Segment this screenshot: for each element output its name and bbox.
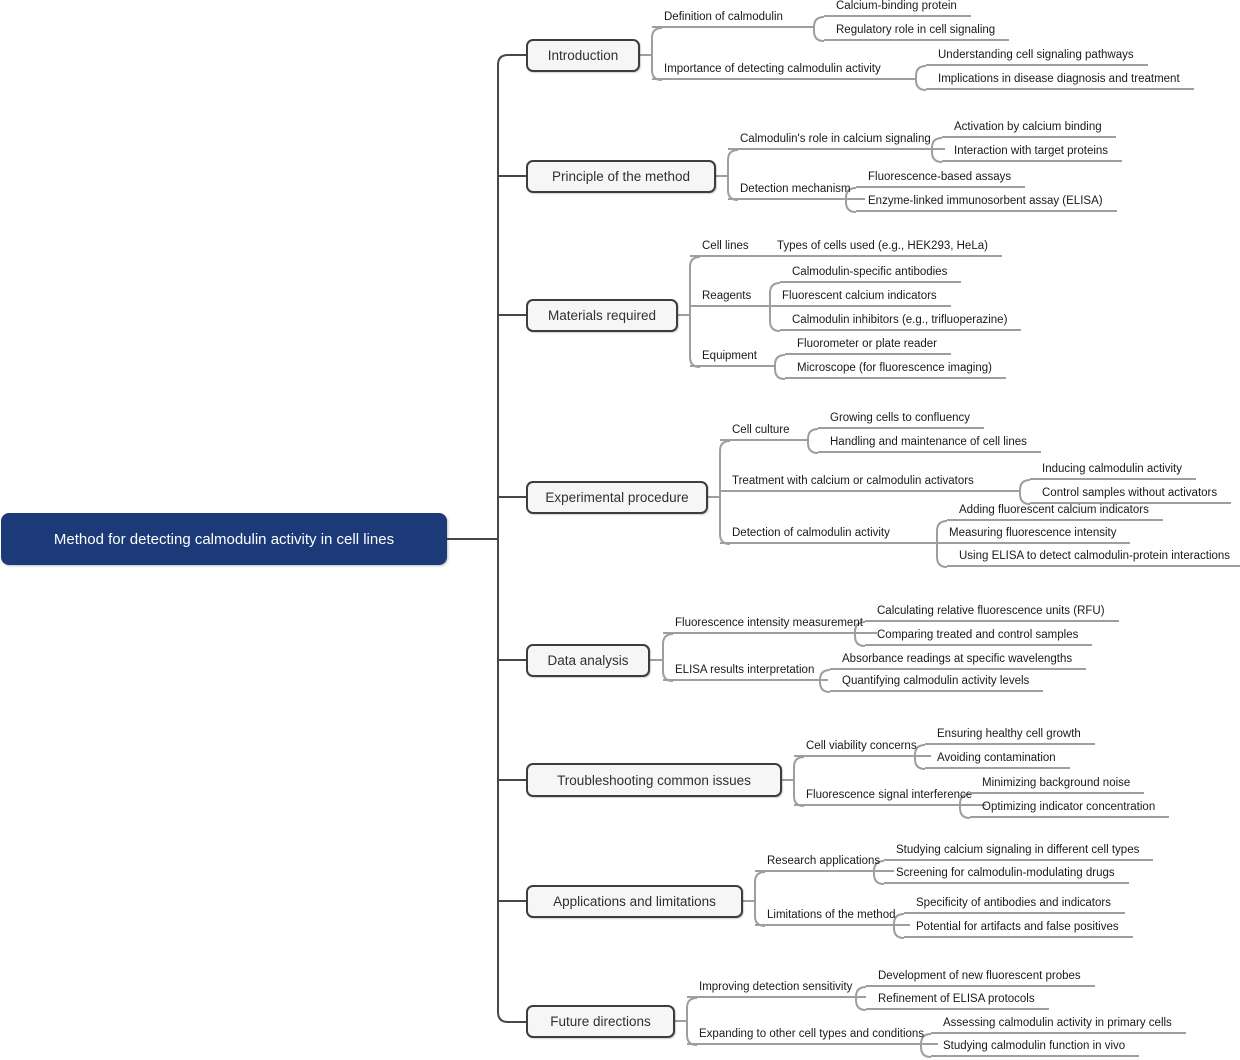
topic-improving-detection-sensitivity[interactable]: Improving detection sensitivity — [687, 980, 867, 998]
leaf-calculating-rfu[interactable]: Calculating relative fluorescence units … — [865, 604, 1119, 622]
branch-experimental-procedure[interactable]: Experimental procedure — [526, 481, 708, 514]
topic-definition-of-calmodulin[interactable]: Definition of calmodulin — [652, 10, 814, 28]
leaf-growing-cells-to-confluency[interactable]: Growing cells to confluency — [818, 411, 984, 429]
leaf-activation-by-calcium-binding[interactable]: Activation by calcium binding — [942, 120, 1116, 138]
topic-limitations-of-the-method[interactable]: Limitations of the method — [755, 908, 910, 926]
leaf-absorbance-readings[interactable]: Absorbance readings at specific waveleng… — [830, 652, 1087, 670]
leaf-fluorometer-or-plate-reader[interactable]: Fluorometer or plate reader — [785, 337, 951, 355]
branch-troubleshooting-common-issues[interactable]: Troubleshooting common issues — [526, 763, 782, 797]
leaf-regulatory-role-in-cell-signaling[interactable]: Regulatory role in cell signaling — [824, 23, 1010, 41]
leaf-specificity-of-antibodies-indicators[interactable]: Specificity of antibodies and indicators — [904, 896, 1125, 914]
spine-connectors — [447, 54, 526, 1023]
topic-calmodulin-role-in-calcium-signaling[interactable]: Calmodulin's role in calcium signaling — [728, 132, 945, 150]
branch-applications-and-limitations[interactable]: Applications and limitations — [526, 885, 743, 918]
topic-research-applications[interactable]: Research applications — [755, 854, 895, 872]
branch-principle-of-the-method[interactable]: Principle of the method — [526, 160, 716, 193]
topic-detection-of-calmodulin-activity[interactable]: Detection of calmodulin activity — [720, 526, 937, 544]
leaf-inducing-calmodulin-activity[interactable]: Inducing calmodulin activity — [1030, 462, 1196, 480]
root-node[interactable]: Method for detecting calmodulin activity… — [1, 513, 447, 565]
leaf-quantifying-activity-levels[interactable]: Quantifying calmodulin activity levels — [830, 674, 1044, 692]
leaf-fluorescence-based-assays[interactable]: Fluorescence-based assays — [856, 170, 1026, 188]
leaf-studying-calcium-signaling-cell-types[interactable]: Studying calcium signaling in different … — [884, 843, 1154, 861]
topic-expanding-to-other-cell-types[interactable]: Expanding to other cell types and condit… — [687, 1027, 939, 1045]
branch-data-analysis[interactable]: Data analysis — [526, 644, 650, 677]
leaf-microscope-fluorescence-imaging[interactable]: Microscope (for fluorescence imaging) — [785, 361, 1006, 379]
branch-future-directions[interactable]: Future directions — [526, 1005, 675, 1038]
leaf-calmodulin-inhibitors[interactable]: Calmodulin inhibitors (e.g., trifluopera… — [780, 313, 1022, 331]
leaf-calmodulin-specific-antibodies[interactable]: Calmodulin-specific antibodies — [780, 265, 962, 283]
branch-introduction[interactable]: Introduction — [526, 39, 640, 72]
leaf-fluorescent-calcium-indicators[interactable]: Fluorescent calcium indicators — [770, 289, 951, 307]
leaf-refinement-of-elisa-protocols[interactable]: Refinement of ELISA protocols — [866, 992, 1049, 1010]
leaf-understanding-cell-signaling-pathways[interactable]: Understanding cell signaling pathways — [926, 48, 1148, 66]
topic-detection-mechanism[interactable]: Detection mechanism — [728, 182, 865, 200]
topic-cell-culture[interactable]: Cell culture — [720, 423, 808, 441]
leaf-elisa-assay[interactable]: Enzyme-linked immunosorbent assay (ELISA… — [856, 194, 1117, 212]
leaf-control-samples-without-activators[interactable]: Control samples without activators — [1030, 486, 1232, 504]
topic-equipment[interactable]: Equipment — [690, 349, 775, 367]
leaf-interaction-with-target-proteins[interactable]: Interaction with target proteins — [942, 144, 1123, 162]
leaf-handling-and-maintenance[interactable]: Handling and maintenance of cell lines — [818, 435, 1041, 453]
leaf-development-new-fluorescent-probes[interactable]: Development of new fluorescent probes — [866, 969, 1095, 987]
leaf-implications-in-disease-diagnosis[interactable]: Implications in disease diagnosis and tr… — [926, 72, 1194, 90]
leaf-measuring-fluorescence-intensity[interactable]: Measuring fluorescence intensity — [937, 526, 1131, 544]
leaf-types-of-cells-used[interactable]: Types of cells used (e.g., HEK293, HeLa) — [765, 239, 1002, 257]
topic-fluorescence-intensity-measurement[interactable]: Fluorescence intensity measurement — [663, 616, 877, 634]
topic-treatment-with-activators[interactable]: Treatment with calcium or calmodulin act… — [720, 474, 1020, 492]
topic-cell-viability-concerns[interactable]: Cell viability concerns — [794, 739, 931, 757]
topic-cell-lines[interactable]: Cell lines — [690, 239, 765, 257]
leaf-potential-artifacts-false-positives[interactable]: Potential for artifacts and false positi… — [904, 920, 1133, 938]
topic-importance-of-detecting-activity[interactable]: Importance of detecting calmodulin activ… — [652, 62, 916, 80]
branch-materials-required[interactable]: Materials required — [526, 299, 678, 332]
leaf-studying-calmodulin-in-vivo[interactable]: Studying calmodulin function in vivo — [931, 1039, 1140, 1057]
leaf-screening-calmodulin-modulating-drugs[interactable]: Screening for calmodulin-modulating drug… — [884, 866, 1129, 884]
topic-elisa-results-interpretation[interactable]: ELISA results interpretation — [663, 663, 829, 681]
topic-fluorescence-signal-interference[interactable]: Fluorescence signal interference — [794, 788, 987, 806]
leaf-using-elisa-to-detect-interactions[interactable]: Using ELISA to detect calmodulin-protein… — [947, 549, 1240, 567]
leaf-assessing-activity-primary-cells[interactable]: Assessing calmodulin activity in primary… — [931, 1016, 1186, 1034]
leaf-adding-fluorescent-calcium-indicators[interactable]: Adding fluorescent calcium indicators — [947, 503, 1163, 521]
leaf-ensuring-healthy-cell-growth[interactable]: Ensuring healthy cell growth — [925, 727, 1095, 745]
topic-reagents[interactable]: Reagents — [690, 289, 770, 307]
leaf-comparing-treated-and-control[interactable]: Comparing treated and control samples — [865, 628, 1093, 646]
leaf-optimizing-indicator-concentration[interactable]: Optimizing indicator concentration — [970, 800, 1170, 818]
leaf-calcium-binding-protein[interactable]: Calcium-binding protein — [824, 0, 971, 17]
leaf-minimizing-background-noise[interactable]: Minimizing background noise — [970, 776, 1145, 794]
leaf-avoiding-contamination[interactable]: Avoiding contamination — [925, 751, 1070, 769]
